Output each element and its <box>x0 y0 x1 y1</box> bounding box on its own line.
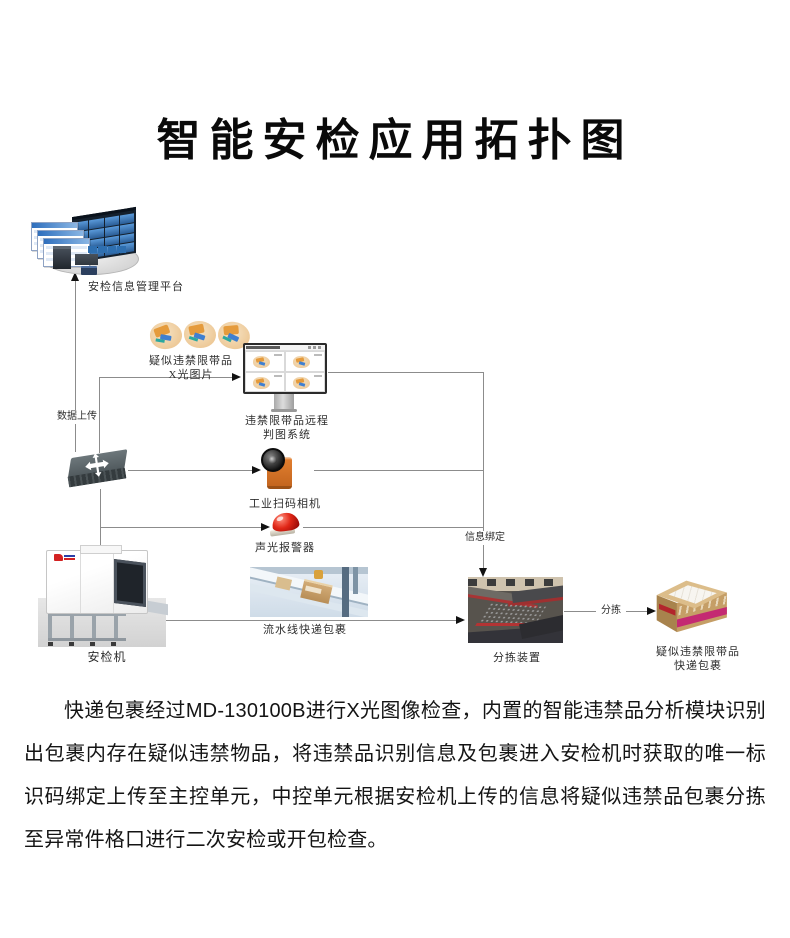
arrow-right-icon <box>647 607 656 615</box>
connector-line <box>328 372 484 373</box>
monitor-row-icon <box>88 246 126 253</box>
connector-line <box>314 470 484 471</box>
connector-line <box>303 527 484 528</box>
description-paragraph: 快递包裹经过MD-130100B进行X光图像检查，内置的智能违禁品分析模块识别出… <box>24 700 766 851</box>
scanner-label: 安检机 <box>87 650 127 664</box>
connector-line <box>100 489 101 547</box>
xray-images-label: 疑似违禁限带品 X光图片 <box>149 355 233 381</box>
connector-line <box>128 470 252 471</box>
monitor-toolbar <box>245 345 325 351</box>
data-upload-label: 数据上传 <box>55 410 99 424</box>
xray-thumbnail-icon <box>184 321 216 348</box>
alarm-label: 声光报警器 <box>255 542 315 554</box>
judge-system-monitor-icon <box>243 343 327 394</box>
arrow-right-icon <box>261 523 270 531</box>
arrow-right-icon <box>232 373 241 381</box>
industrial-camera-icon <box>261 448 295 489</box>
connector-line <box>99 377 100 453</box>
connector-line <box>100 377 232 378</box>
arrow-up-icon <box>71 272 79 281</box>
package-box-icon <box>652 574 730 640</box>
judge-system-label: 违禁限带品远程 判图系统 <box>245 415 329 441</box>
sorting-label: 分拣 <box>596 604 626 618</box>
connector-line <box>166 620 456 621</box>
camera-lens-icon <box>261 448 285 472</box>
conveyor-photo <box>250 567 368 617</box>
monitor-xray-cell <box>285 351 325 372</box>
sorter-photo <box>468 577 563 643</box>
connector-line <box>100 527 261 528</box>
arrow-right-icon <box>252 466 261 474</box>
package-label: 疑似违禁限带品 快递包裹 <box>656 646 740 672</box>
platform-label: 安检信息管理平台 <box>88 281 184 293</box>
arrow-down-icon <box>479 568 487 577</box>
laptop-icon <box>81 266 97 275</box>
xray-thumbnail-icon <box>148 319 184 352</box>
scanner-logo-icon <box>54 554 76 562</box>
monitor-xray-cell <box>245 351 285 372</box>
monitor-stand-base <box>271 409 297 412</box>
connector-line <box>75 281 76 452</box>
arrow-right-icon <box>456 616 465 624</box>
conveyor-label: 流水线快递包裹 <box>263 624 347 636</box>
alarm-icon <box>268 511 302 539</box>
info-binding-label: 信息绑定 <box>463 531 507 545</box>
camera-label: 工业扫码相机 <box>249 498 321 510</box>
page-title: 智能安检应用拓扑图 <box>156 116 634 165</box>
monitor-stand <box>274 394 294 409</box>
console-icon <box>75 254 98 265</box>
sorter-label: 分拣装置 <box>493 652 541 664</box>
monitor-xray-cell <box>285 371 325 392</box>
monitor-xray-cell <box>245 371 285 392</box>
management-platform-icon <box>25 205 185 295</box>
network-switch-icon <box>67 448 130 492</box>
scanner-machine-icon <box>38 545 168 648</box>
server-icon <box>53 246 71 269</box>
switch-arrows-icon <box>85 453 109 477</box>
scanner-tunnel <box>114 559 146 607</box>
